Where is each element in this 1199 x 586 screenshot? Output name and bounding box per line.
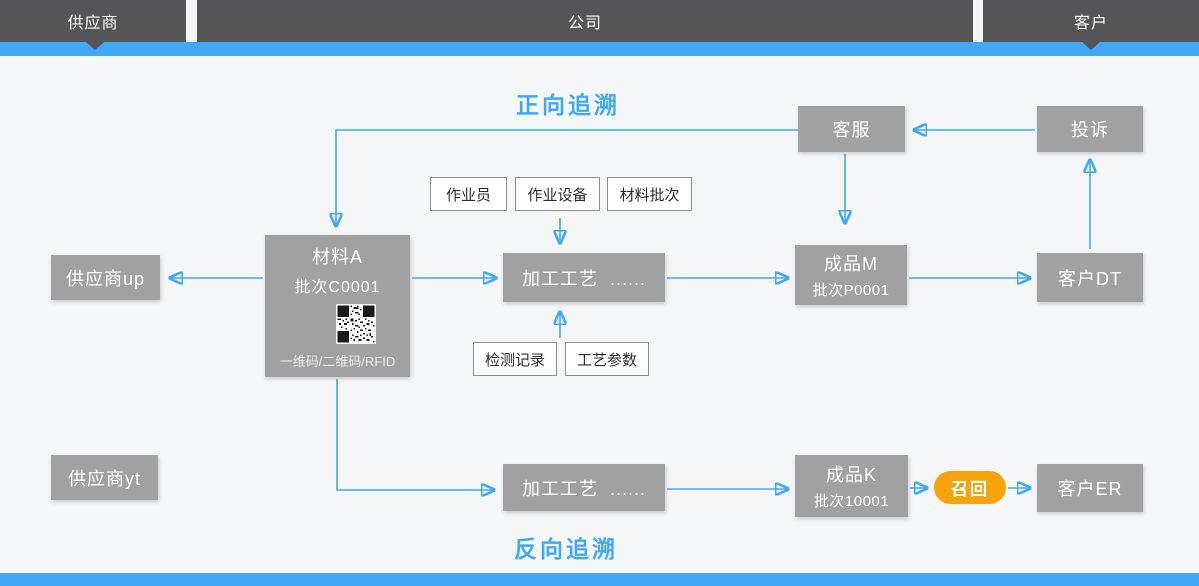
node-customer-er: 客户ER [1037,464,1143,512]
node-supplier-up: 供应商up [51,255,160,300]
product-m-batch: 批次P0001 [812,282,890,299]
node-customer-dt: 客户DT [1037,253,1143,302]
tag-material-batch: 材料批次 [607,177,692,211]
material-batch-number: 批次C0001 [294,278,381,296]
bottom-accent-bar [0,573,1199,586]
header-pointer-customer [1082,42,1100,50]
material-code-caption: 一维码/二维码/RFID [279,353,396,369]
header-pointer-supplier [86,42,104,50]
node-supplier-yt: 供应商yt [51,455,158,500]
product-m-title: 成品M [824,254,878,274]
top-accent-bar [0,42,1199,56]
node-material-a: 材料A 批次C0001 [265,235,410,377]
tag-process-params: 工艺参数 [565,342,649,376]
tag-equipment: 作业设备 [515,177,600,211]
tag-operator: 作业员 [430,177,507,211]
product-k-title: 成品K [825,465,877,485]
node-process-top: 加工工艺 ...... [503,253,665,302]
header-segment-supplier: 供应商 [0,0,186,42]
node-customer-service: 客服 [798,106,905,152]
backward-trace-title: 反向追溯 [514,536,618,562]
arrow-material-to-process-bottom [336,379,494,490]
node-product-m: 成品M 批次P0001 [795,245,907,305]
header-segment-company: 公司 [197,0,973,42]
recall-badge: 召回 [934,471,1006,504]
forward-trace-title: 正向追溯 [516,92,620,118]
material-title: 材料A [311,246,363,267]
header-segment-customer: 客户 [983,0,1199,42]
tag-inspection-record: 检测记录 [473,342,557,376]
node-process-bottom: 加工工艺 ...... [503,464,665,511]
qr-code-icon [299,303,376,344]
node-complaint: 投诉 [1037,106,1143,152]
product-k-batch: 批次10001 [813,493,890,510]
node-product-k: 成品K 批次10001 [795,455,908,517]
